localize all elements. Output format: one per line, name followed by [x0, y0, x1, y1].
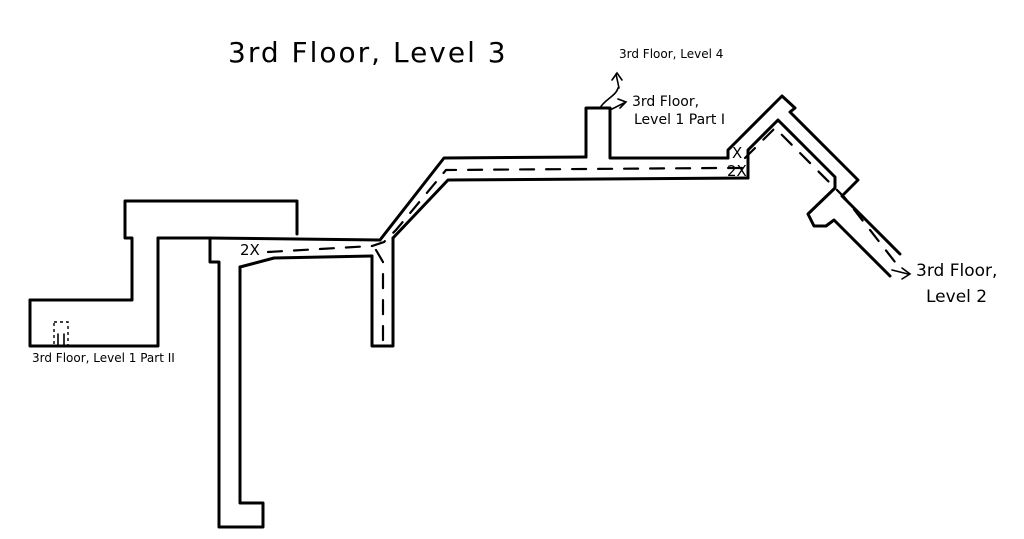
map-title: 3rd Floor, Level 3 [228, 36, 508, 69]
label-level1-part2: 3rd Floor, Level 1 Part II [32, 351, 175, 365]
stairs-marker [53, 321, 69, 347]
left-room-outline [28, 199, 299, 348]
label-level2-line2: Level 2 [926, 287, 987, 307]
left-vertical-corridor [206, 236, 382, 529]
mark-right-2x: 2X [727, 162, 747, 180]
right-diagonal-corridor [726, 94, 902, 278]
middle-stub-corridor [370, 236, 395, 348]
upper-stub-corridor [584, 106, 730, 160]
diagonal-corridor [378, 155, 750, 242]
arrow-to-level1-part1 [609, 98, 628, 111]
arrow-to-level2 [891, 267, 912, 280]
route-path [266, 126, 897, 342]
label-level2-line1: 3rd Floor, [916, 261, 997, 281]
label-level1-part1-line1: 3rd Floor, [632, 94, 699, 110]
arrow-to-level4 [599, 71, 623, 109]
mark-right-x: X [732, 144, 742, 162]
label-level1-part1-line2: Level 1 Part I [634, 112, 725, 128]
mark-left-2x: 2X [240, 241, 260, 259]
label-level4: 3rd Floor, Level 4 [619, 47, 723, 61]
